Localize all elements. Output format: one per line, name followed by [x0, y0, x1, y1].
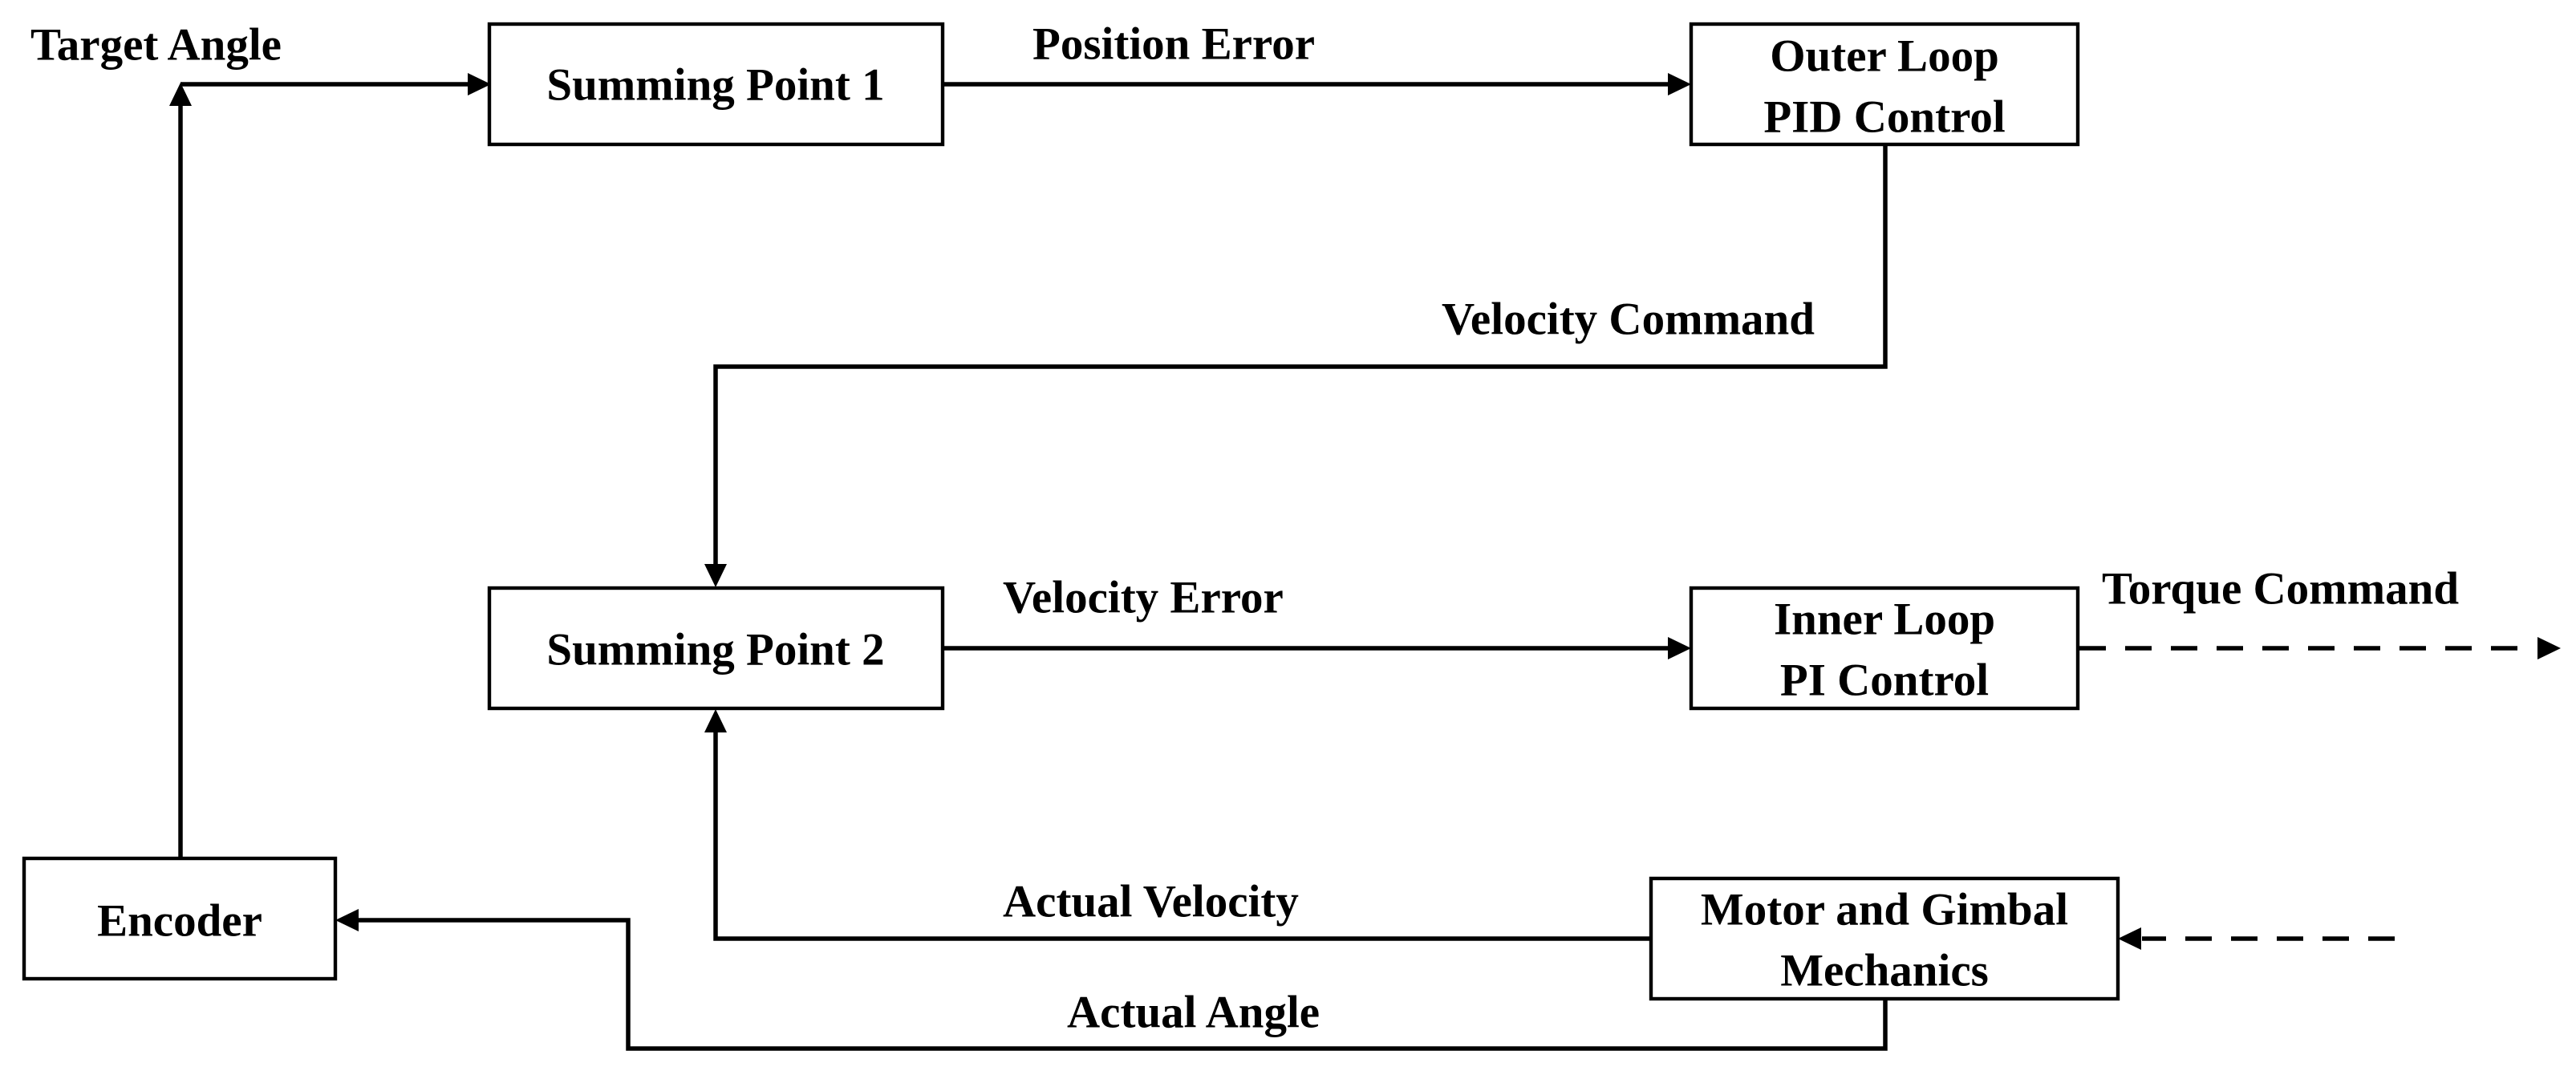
position-error-label: Position Error	[1032, 19, 1315, 70]
summing-point-1-arrowhead	[468, 73, 491, 95]
summing-point-2-block: Summing Point 2	[487, 586, 945, 711]
velocity-command-line	[713, 144, 1888, 570]
inner-loop-block: Inner Loop PI Control	[1689, 586, 2080, 711]
outer-loop-block: Outer Loop PID Control	[1689, 22, 2080, 147]
torque-command-arrowhead	[2537, 637, 2561, 659]
encoder-arrowhead	[335, 909, 359, 931]
motor-label-line1: Motor and Gimbal	[1701, 885, 2068, 935]
motor-gimbal-block: Motor and Gimbal Mechanics	[1649, 876, 2120, 1001]
target-angle-label: Target Angle	[30, 20, 282, 71]
encoder-block: Encoder	[22, 856, 338, 981]
summing-point-2-bottom-arrowhead	[704, 709, 727, 732]
inner-loop-arrowhead	[1668, 637, 1691, 659]
velocity-error-label: Velocity Error	[1003, 573, 1284, 623]
torque-command-label: Torque Command	[2102, 564, 2459, 615]
actual-angle-label: Actual Angle	[1067, 988, 1320, 1038]
motor-label-line2: Mechanics	[1780, 946, 1989, 996]
actual-velocity-line	[713, 728, 1651, 941]
summing-point-1-block: Summing Point 1	[487, 22, 945, 147]
summing-point-2-label: Summing Point 2	[546, 625, 884, 675]
outer-loop-arrowhead	[1668, 73, 1691, 95]
target-angle-arrowhead	[169, 83, 192, 106]
outer-loop-label-line1: Outer Loop	[1770, 31, 1999, 82]
inner-loop-label-line1: Inner Loop	[1774, 594, 1995, 645]
actual-velocity-label: Actual Velocity	[1003, 877, 1299, 927]
inner-loop-label-line2: PI Control	[1780, 655, 1989, 706]
encoder-label: Encoder	[97, 896, 262, 947]
velocity-command-label: Velocity Command	[1442, 294, 1815, 345]
summing-point-2-top-arrowhead	[704, 564, 727, 587]
summing-point-1-label: Summing Point 1	[546, 60, 884, 111]
motor-input-arrowhead	[2118, 927, 2141, 950]
outer-loop-label-line2: PID Control	[1763, 92, 2005, 143]
actual-angle-line	[355, 918, 1888, 1051]
